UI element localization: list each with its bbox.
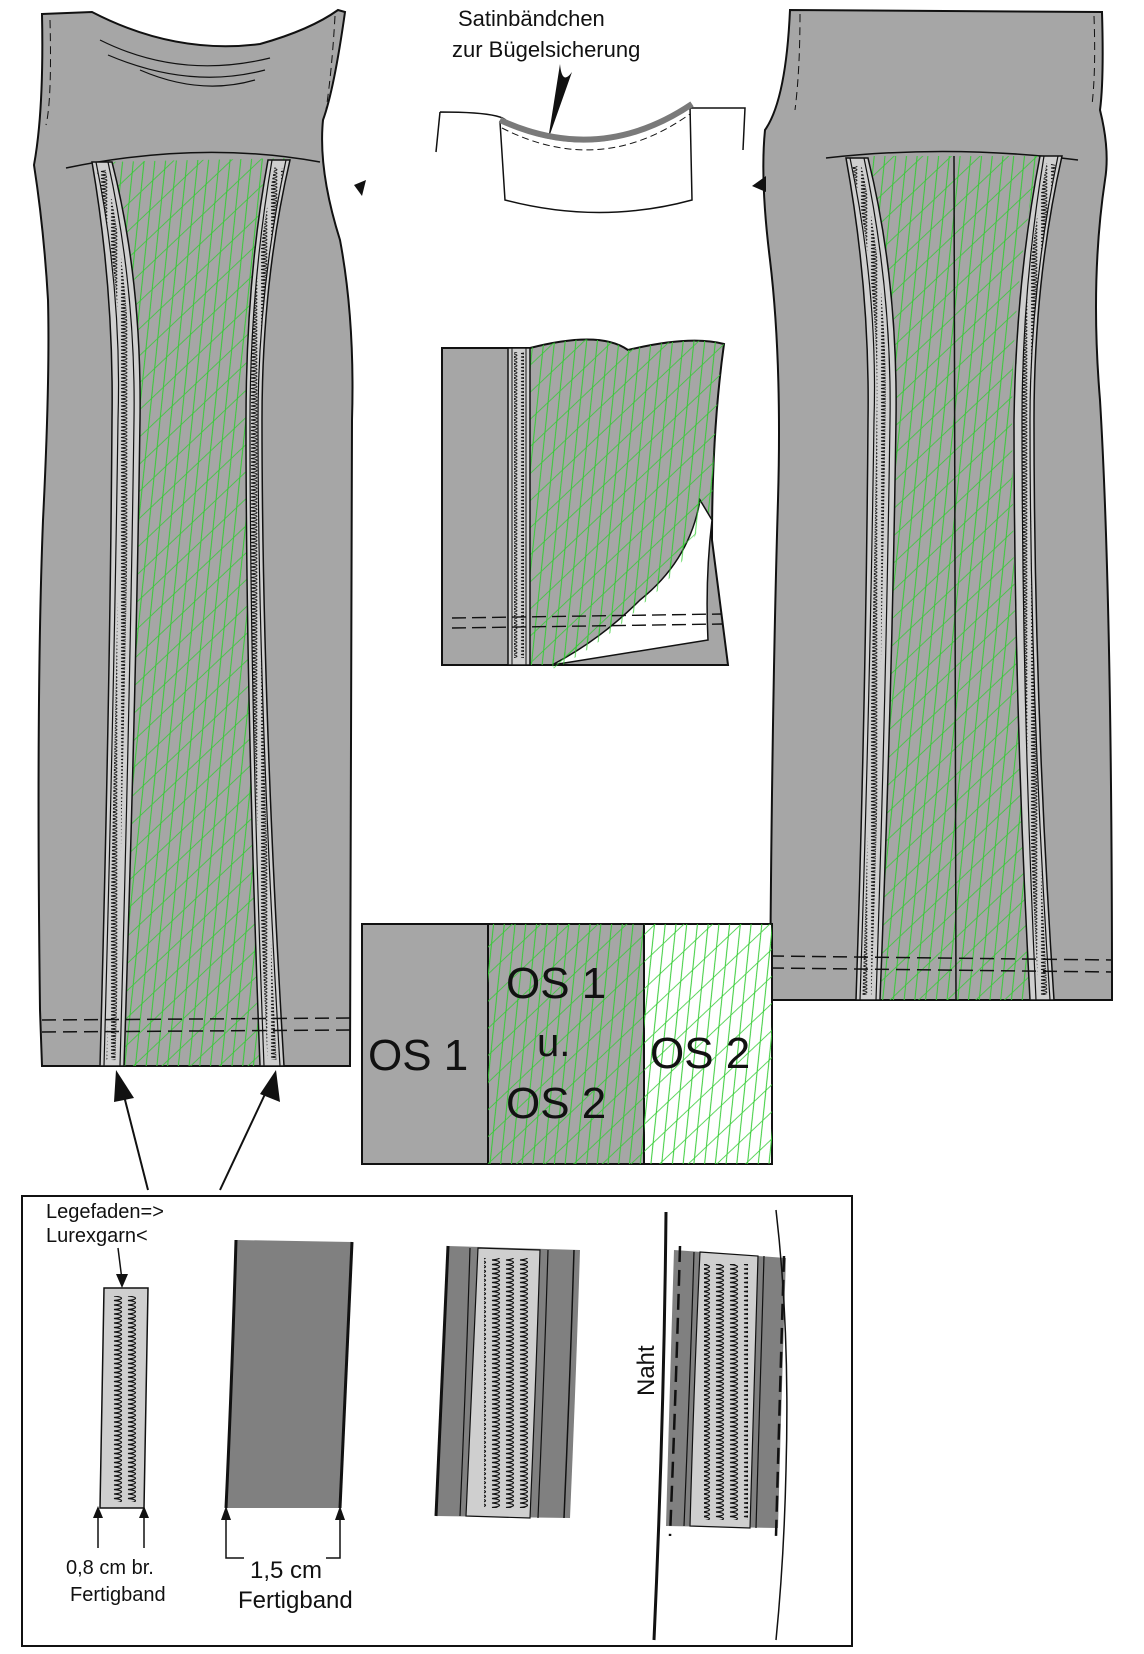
legend-os1-cell [361,923,489,1165]
legend-os1-label: OS 1 [368,1031,468,1080]
hem-detail [441,338,730,670]
notch-marker-back [752,176,766,192]
back-dress [752,8,1114,1001]
satin-tape-label-2: zur Bügelsicherung [452,37,640,62]
legend-both-label-3: OS 2 [506,1079,606,1128]
legefaden-label: Legefaden=> [46,1201,164,1223]
front-dress [32,8,366,1067]
band-08cm-label-2: Fertigband [70,1584,166,1606]
neckline-detail: Satinbändchen zur Bügelsicherung [435,6,746,214]
band-15cm-label-1: 1,5 cm [250,1557,322,1584]
legend-os2-label: OS 2 [650,1029,750,1078]
seam-line [652,1211,668,1641]
back-center-panel-hatch [868,156,1040,1000]
back-center-seam [953,155,957,1001]
legend-both-label-1: OS 1 [506,959,606,1008]
band-15cm-label-2: Fertigband [238,1587,353,1614]
fabric-legend: OS 1 OS 1 u. OS 2 OS 2 [361,923,773,1165]
front-center-panel-hatch [106,158,290,1066]
band-detail-box: Legefaden=> Lurexgarn< 0,8 cm br. Fertig… [21,1195,853,1647]
band-08cm-label-1: 0,8 cm br. [66,1557,154,1579]
lurexgarn-label: Lurexgarn< [46,1225,148,1247]
satin-tape-label-1: Satinbändchen [458,6,605,31]
satin-tape-arrow-icon [548,64,572,140]
pointer-arrows [114,1070,280,1191]
band-15cm-bracket [225,1512,341,1559]
legend-both-label-2: u. [537,1021,570,1065]
seam-label: Naht [633,1345,660,1396]
satin-tape [498,101,694,143]
band-15cm [226,1240,352,1508]
notch-marker-front [354,180,366,196]
